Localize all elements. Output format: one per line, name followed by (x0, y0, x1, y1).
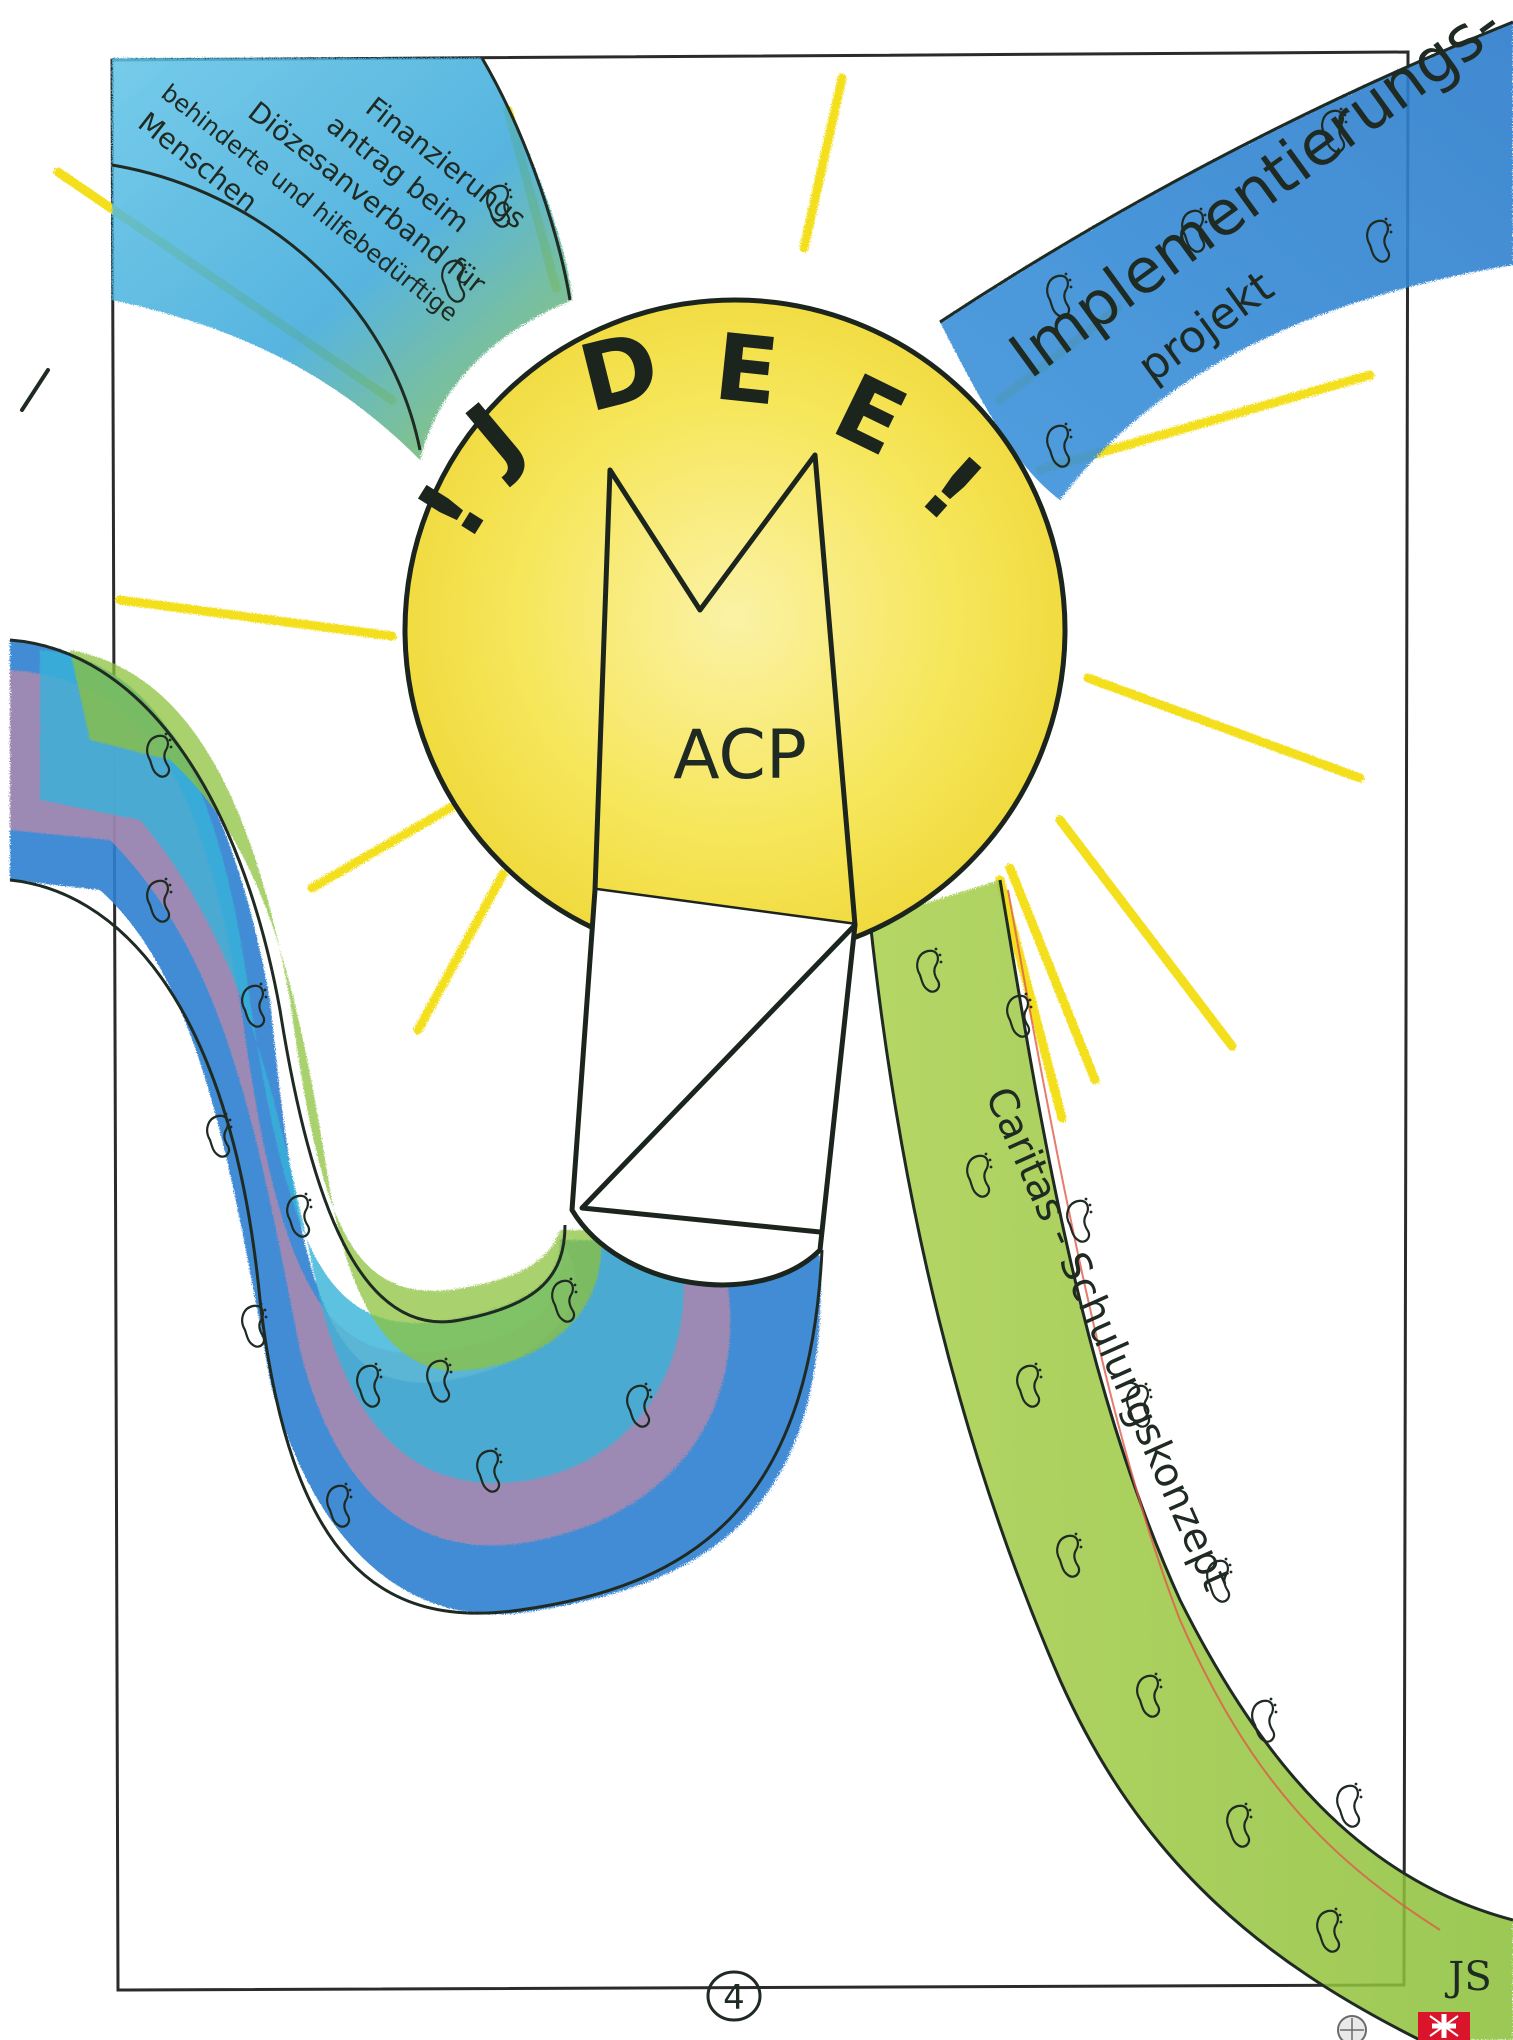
bulb-base (572, 890, 855, 1285)
globe-logo (1338, 2016, 1366, 2040)
caritas-cross-logo (1418, 2012, 1470, 2040)
sun-label: ACP (673, 716, 807, 795)
pencil-mark (22, 370, 48, 410)
signature: JS (1444, 1954, 1491, 2000)
svg-text:4: 4 (723, 1978, 745, 2018)
svg-text:E: E (710, 313, 784, 426)
path-right (870, 880, 1513, 2040)
page-number: 4 (708, 1972, 760, 2020)
footprint-icon (1337, 1783, 1362, 1827)
